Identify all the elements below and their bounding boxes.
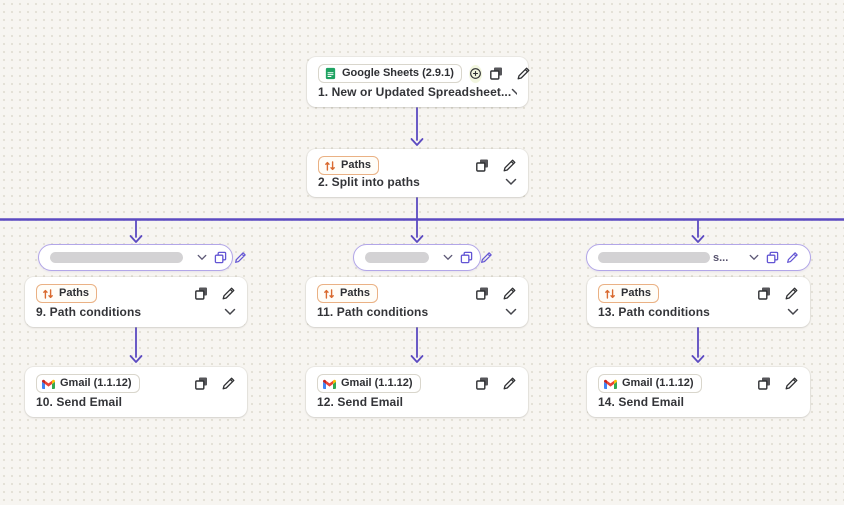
step-title: 2. Split into paths — [318, 175, 420, 189]
path-label-pill[interactable]: s... — [586, 244, 811, 271]
copy-step-button[interactable] — [475, 376, 490, 391]
chevron-down-icon[interactable] — [505, 178, 517, 186]
path-label-pill[interactable] — [353, 244, 492, 271]
chevron-down-icon[interactable] — [749, 254, 759, 261]
chevron-down-icon[interactable] — [505, 308, 517, 316]
app-badge-label: Gmail (1.1.12) — [341, 377, 413, 389]
edit-step-button[interactable] — [784, 376, 799, 391]
step-title: 12. Send Email — [317, 395, 404, 409]
copy-step-button[interactable] — [489, 66, 504, 81]
gmail-icon — [323, 379, 336, 389]
gmail-icon — [604, 379, 617, 389]
copy-step-button[interactable] — [475, 158, 490, 173]
redacted-path-name — [365, 252, 429, 263]
redacted-path-name — [50, 252, 183, 263]
paths-split-icon — [325, 160, 335, 171]
step-node-action-10[interactable]: Gmail (1.1.12) 10. Send Email — [25, 367, 247, 417]
step-node-action-14[interactable]: Gmail (1.1.12) 14. Send Email — [587, 367, 810, 417]
edit-path-button[interactable] — [234, 251, 247, 264]
edit-step-button[interactable] — [516, 66, 531, 81]
copy-path-button[interactable] — [460, 251, 473, 264]
app-badge-label: Google Sheets (2.9.1) — [342, 67, 454, 79]
paths-split-icon — [324, 288, 334, 299]
copy-step-button[interactable] — [194, 376, 209, 391]
update-available-icon[interactable] — [468, 64, 482, 83]
edit-step-button[interactable] — [502, 286, 517, 301]
edit-path-button[interactable] — [480, 251, 493, 264]
step-node-trigger[interactable]: Google Sheets (2.9.1) 1. New or Updated … — [307, 57, 531, 107]
edit-path-button[interactable] — [786, 251, 799, 264]
app-badge: Gmail (1.1.12) — [598, 374, 702, 393]
step-title: 11. Path conditions — [317, 305, 429, 319]
app-badge: Google Sheets (2.9.1) — [318, 64, 462, 83]
step-title: 1. New or Updated Spreadsheet... — [318, 85, 512, 99]
app-badge: Paths — [36, 284, 97, 303]
app-badge-label: Paths — [341, 159, 371, 171]
redacted-path-name — [598, 252, 710, 263]
app-badge-label: Gmail (1.1.12) — [60, 377, 132, 389]
edit-step-button[interactable] — [502, 376, 517, 391]
chevron-down-icon[interactable] — [511, 88, 517, 96]
edit-step-button[interactable] — [784, 286, 799, 301]
edit-step-button[interactable] — [221, 376, 236, 391]
copy-step-button[interactable] — [757, 376, 772, 391]
app-badge-label: Gmail (1.1.12) — [622, 377, 694, 389]
step-node-condition-13[interactable]: Paths 13. Path conditions — [587, 277, 810, 327]
app-badge: Paths — [317, 284, 378, 303]
step-title: 13. Path conditions — [598, 305, 710, 319]
app-badge-label: Paths — [340, 287, 370, 299]
chevron-down-icon[interactable] — [787, 308, 799, 316]
step-node-split[interactable]: Paths 2. Split into paths — [307, 149, 528, 197]
step-node-condition-9[interactable]: Paths 9. Path conditions — [25, 277, 247, 327]
paths-split-icon — [605, 288, 615, 299]
app-badge-label: Paths — [621, 287, 651, 299]
app-badge: Paths — [318, 156, 379, 175]
step-title: 10. Send Email — [36, 395, 123, 409]
chevron-down-icon[interactable] — [224, 308, 236, 316]
edit-step-button[interactable] — [502, 158, 517, 173]
app-badge: Paths — [598, 284, 659, 303]
app-badge: Gmail (1.1.12) — [317, 374, 421, 393]
copy-step-button[interactable] — [757, 286, 772, 301]
edit-step-button[interactable] — [221, 286, 236, 301]
step-node-action-12[interactable]: Gmail (1.1.12) 12. Send Email — [306, 367, 528, 417]
copy-path-button[interactable] — [214, 251, 227, 264]
copy-step-button[interactable] — [475, 286, 490, 301]
step-node-condition-11[interactable]: Paths 11. Path conditions — [306, 277, 528, 327]
app-badge: Gmail (1.1.12) — [36, 374, 140, 393]
google-sheets-icon — [325, 67, 336, 80]
chevron-down-icon[interactable] — [443, 254, 453, 261]
step-title: 9. Path conditions — [36, 305, 142, 319]
step-title: 14. Send Email — [598, 395, 685, 409]
copy-step-button[interactable] — [194, 286, 209, 301]
paths-split-icon — [43, 288, 53, 299]
path-name-truncated: s... — [713, 251, 729, 264]
chevron-down-icon[interactable] — [197, 254, 207, 261]
gmail-icon — [42, 379, 55, 389]
path-label-pill[interactable] — [38, 244, 246, 271]
copy-path-button[interactable] — [766, 251, 779, 264]
app-badge-label: Paths — [59, 287, 89, 299]
